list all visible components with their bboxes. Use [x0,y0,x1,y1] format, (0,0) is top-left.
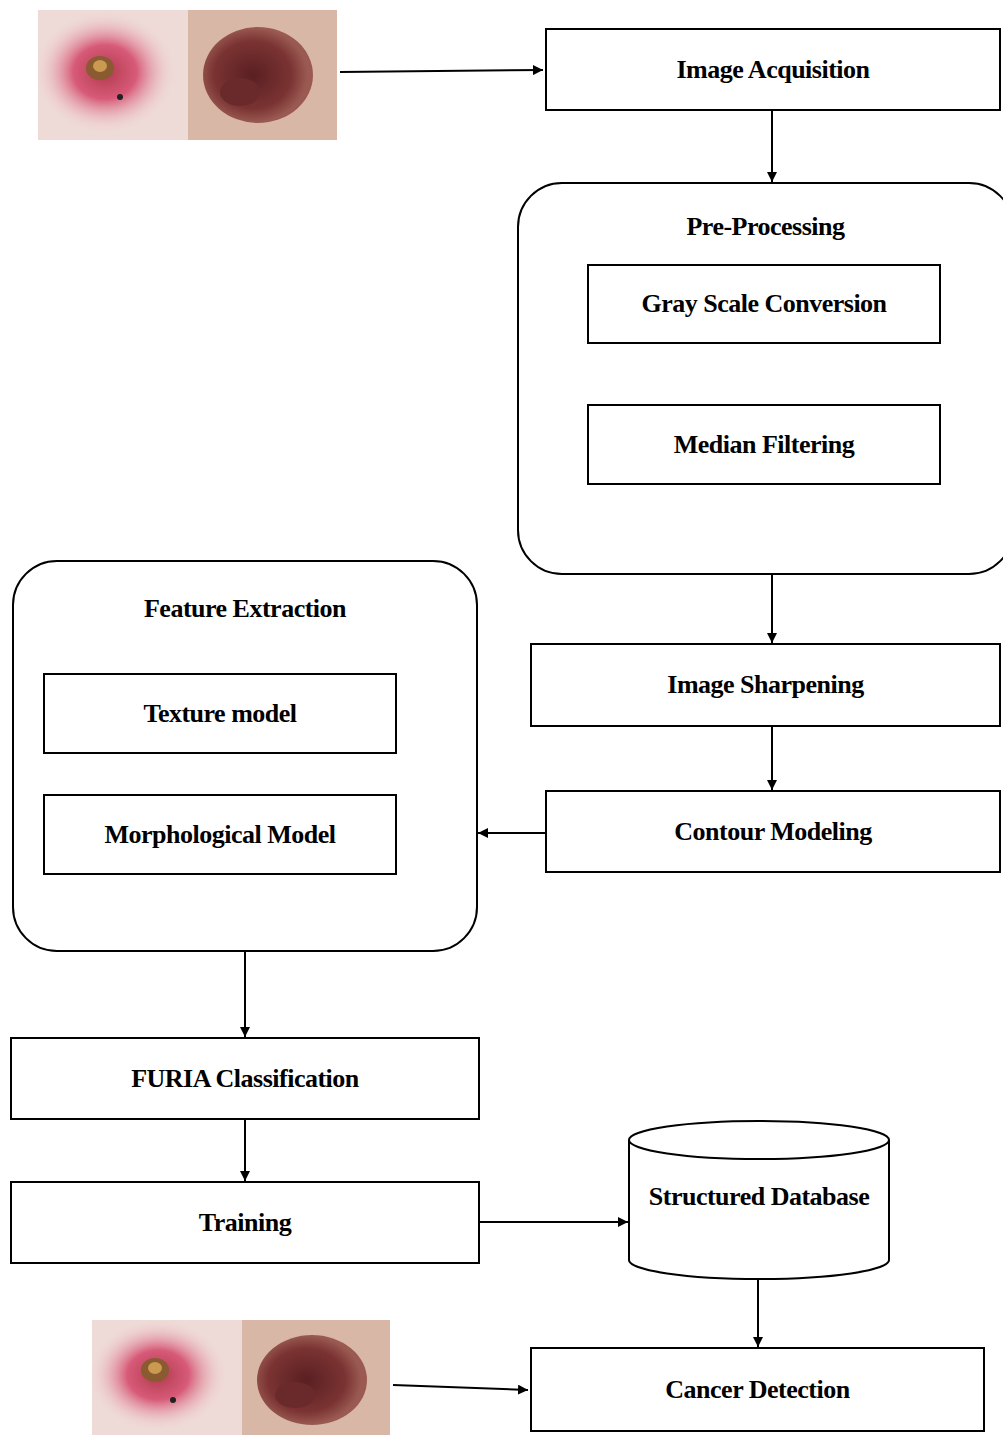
flow-arrow [478,832,545,834]
process-box: Training [10,1181,480,1264]
flow-arrow [771,575,773,643]
database-cylinder: Structured Database [628,1120,890,1280]
flow-arrow [771,111,773,182]
process-box: Contour Modeling [545,790,1001,873]
box-label: Image Acquisition [676,55,869,85]
flow-arrow [244,952,246,1037]
group-panel: Feature ExtractionTexture modelMorpholog… [12,560,478,952]
box-label: FURIA Classification [131,1064,359,1094]
process-box: Gray Scale Conversion [587,264,941,344]
process-box: Median Filtering [587,404,941,485]
process-box: Texture model [43,673,397,754]
process-box: FURIA Classification [10,1037,480,1120]
group-heading: Feature Extraction [14,594,476,624]
flow-arrow [244,1120,246,1181]
box-label: Gray Scale Conversion [641,289,886,319]
flow-arrow [771,727,773,790]
box-label: Cancer Detection [665,1375,849,1405]
process-box: Cancer Detection [530,1347,985,1432]
box-label: Training [199,1208,291,1238]
flow-arrow [757,1280,759,1347]
box-label: Structured Database [649,1182,869,1212]
box-label: Texture model [143,699,296,729]
box-label: Morphological Model [105,820,336,850]
process-box: Image Acquisition [545,28,1001,111]
flow-arrow [480,1221,628,1223]
image-input-arrow [340,70,543,72]
box-label: Contour Modeling [674,817,871,847]
lesion-photo-top [35,10,337,140]
group-heading: Pre-Processing [519,212,1003,242]
process-box: Morphological Model [43,794,397,875]
box-label: Median Filtering [674,430,854,460]
image-input-arrow [393,1385,528,1390]
process-box: Image Sharpening [530,643,1001,727]
box-label: Image Sharpening [667,670,863,700]
lesion-photo-bottom [90,1320,390,1435]
group-panel: Pre-ProcessingGray Scale ConversionMedia… [517,182,1003,575]
